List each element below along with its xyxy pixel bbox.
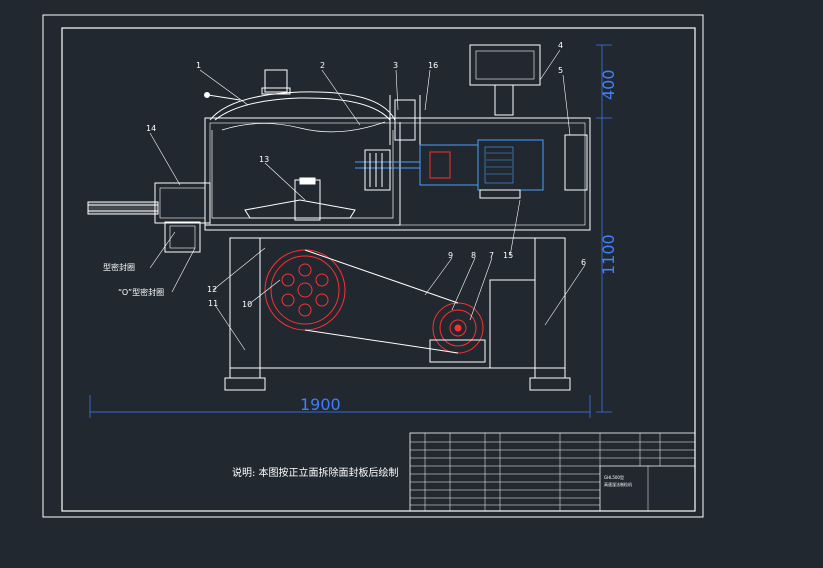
- drive-belt: [304, 249, 459, 304]
- width-dimension: 1900: [300, 395, 341, 414]
- right-leg: [534, 237, 566, 379]
- mixing-bowl: [204, 122, 401, 226]
- part-number: 2: [320, 61, 325, 70]
- part-number: 3: [393, 61, 398, 70]
- chopper-housing: [154, 182, 211, 224]
- part-number: 14: [146, 124, 156, 133]
- title-block: [409, 432, 696, 512]
- part-number: 10: [242, 300, 252, 309]
- leader-lines: [149, 49, 586, 351]
- large-pulley: [264, 249, 346, 331]
- part-number: 12: [207, 285, 217, 294]
- lip-seal-label: 型密封圈: [103, 262, 135, 272]
- dimension-lines: [89, 44, 612, 418]
- part-numbers: 1 2 3 16 4 5 14 13 12 10 11 9 8 7 15 6: [146, 41, 586, 309]
- mixing-bowl-lid: [209, 91, 396, 121]
- part-number: 6: [581, 258, 586, 267]
- drawing-note: 说明: 本图按正立面拆除面封板后绘制: [232, 466, 399, 479]
- feed-port: [264, 69, 288, 93]
- granulator-machine: [87, 44, 591, 391]
- inner-frame: [61, 27, 696, 512]
- part-number: 1: [196, 61, 201, 70]
- part-number: 15: [503, 251, 513, 260]
- part-number: 11: [208, 299, 218, 308]
- outer-frame: [42, 14, 704, 518]
- part-number: 5: [558, 66, 563, 75]
- part-number: 8: [471, 251, 476, 260]
- impeller: [244, 199, 356, 219]
- part-number: 4: [558, 41, 563, 50]
- top-dimension: 400: [599, 69, 618, 100]
- part-number: 16: [428, 61, 438, 70]
- part-number: 7: [489, 251, 494, 260]
- part-number: 9: [448, 251, 453, 260]
- chopper-motor: [477, 139, 544, 191]
- title-block-model: GHL500型: [604, 474, 624, 480]
- height-dimension: 1100: [599, 234, 618, 275]
- title-block-name: 高速湿法制粒机: [604, 481, 632, 487]
- cabinet: [204, 117, 591, 231]
- part-number: 13: [259, 155, 269, 164]
- o-ring-seal-label: “O”型密封圈: [118, 287, 164, 297]
